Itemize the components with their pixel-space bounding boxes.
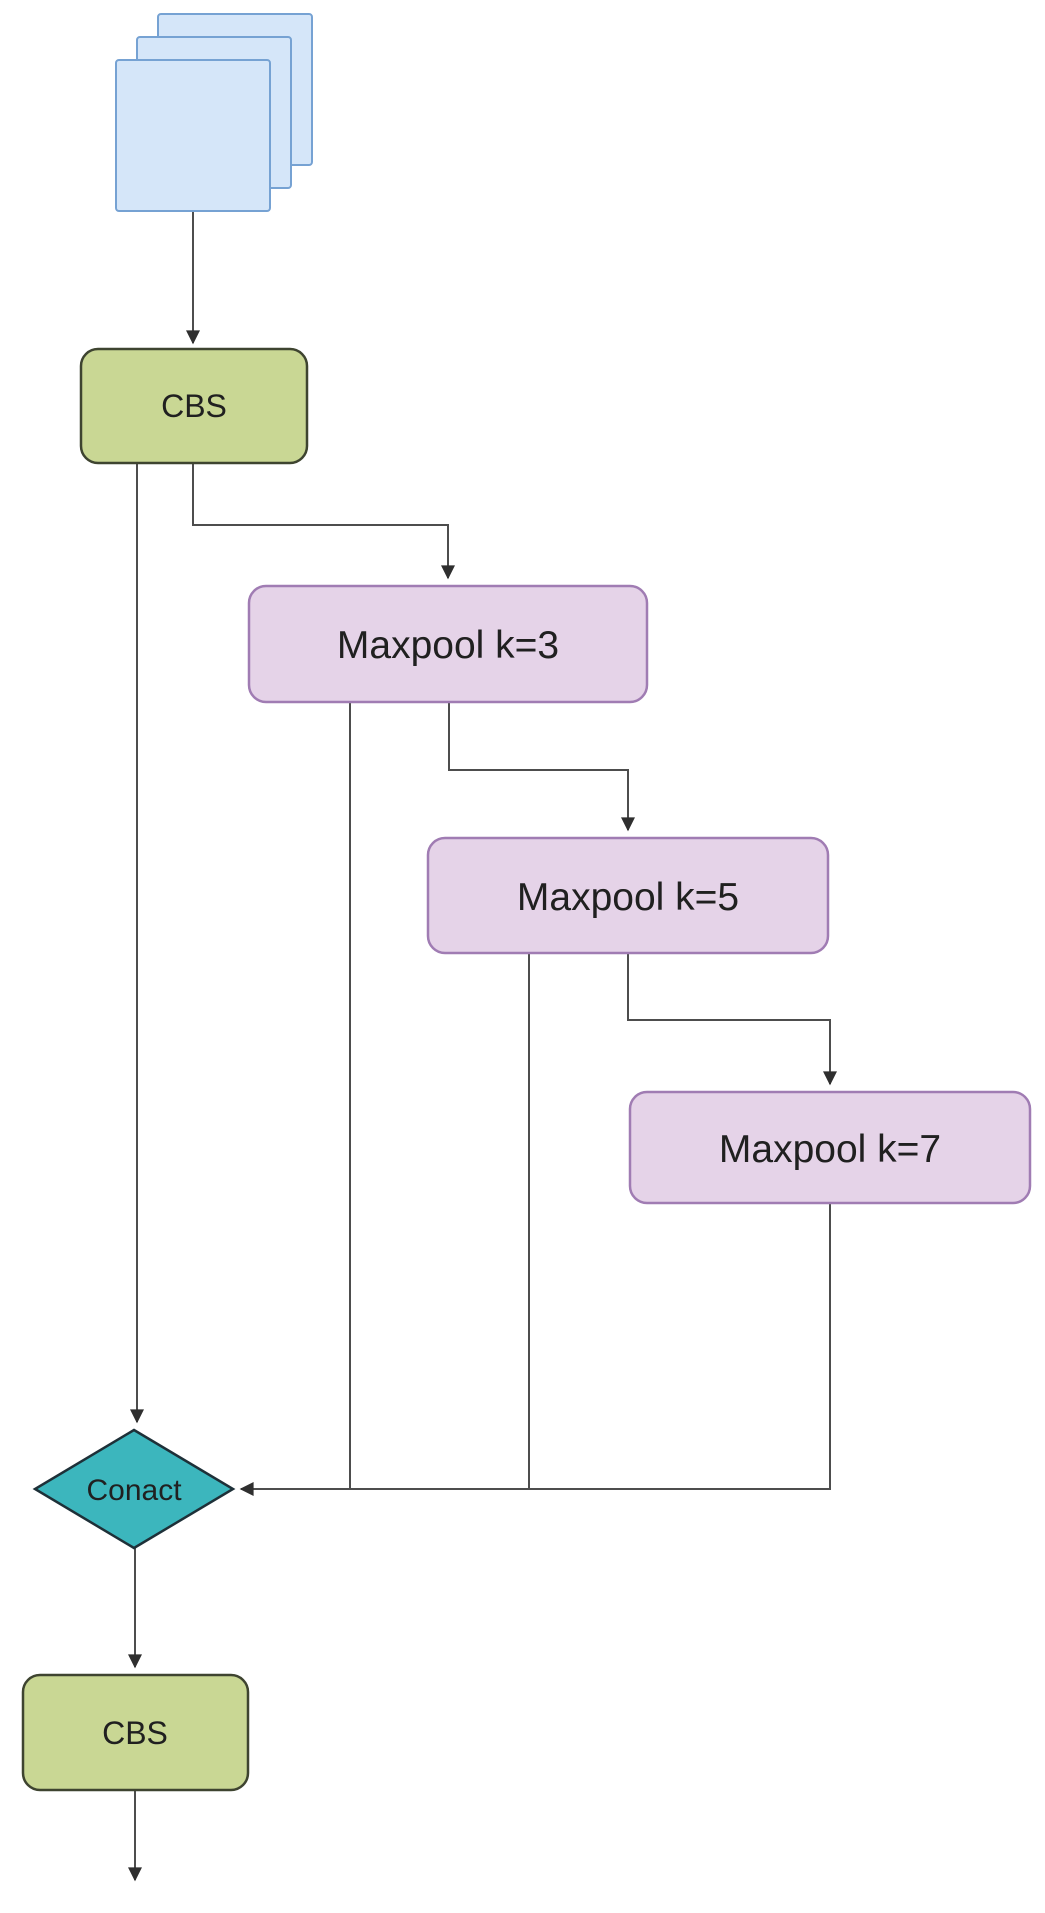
input-feature-maps bbox=[115, 13, 313, 212]
concat-label: Conact bbox=[86, 1474, 182, 1507]
concat-node: Conact bbox=[32, 1428, 236, 1550]
edge-cbs-top-to-maxpool-k3 bbox=[192, 463, 455, 580]
cbs-top-label: CBS bbox=[161, 388, 227, 424]
cbs-top-node: CBS bbox=[79, 347, 309, 465]
maxpool-k3-node: Maxpool k=3 bbox=[247, 584, 649, 704]
edge-maxpool-k3-to-maxpool-k5 bbox=[448, 702, 635, 832]
cbs-top-box bbox=[79, 347, 309, 465]
maxpool-k5-label: Maxpool k=5 bbox=[517, 876, 739, 919]
input-square-front bbox=[115, 59, 271, 212]
maxpool-k5-node: Maxpool k=5 bbox=[426, 836, 830, 955]
maxpool-k7-box bbox=[628, 1090, 1032, 1205]
maxpool-k7-label: Maxpool k=7 bbox=[719, 1128, 941, 1171]
cbs-bottom-box bbox=[21, 1673, 250, 1792]
edge-collector-to-concat bbox=[239, 1203, 831, 1496]
concat-diamond bbox=[32, 1428, 236, 1550]
cbs-bottom-node: CBS bbox=[21, 1673, 250, 1792]
maxpool-k3-label: Maxpool k=3 bbox=[337, 624, 559, 667]
maxpool-k5-box bbox=[426, 836, 830, 955]
maxpool-k7-node: Maxpool k=7 bbox=[628, 1090, 1032, 1205]
maxpool-k3-box bbox=[247, 584, 649, 704]
edge-maxpool-k5-to-maxpool-k7 bbox=[627, 953, 837, 1086]
cbs-bottom-label: CBS bbox=[102, 1715, 168, 1751]
